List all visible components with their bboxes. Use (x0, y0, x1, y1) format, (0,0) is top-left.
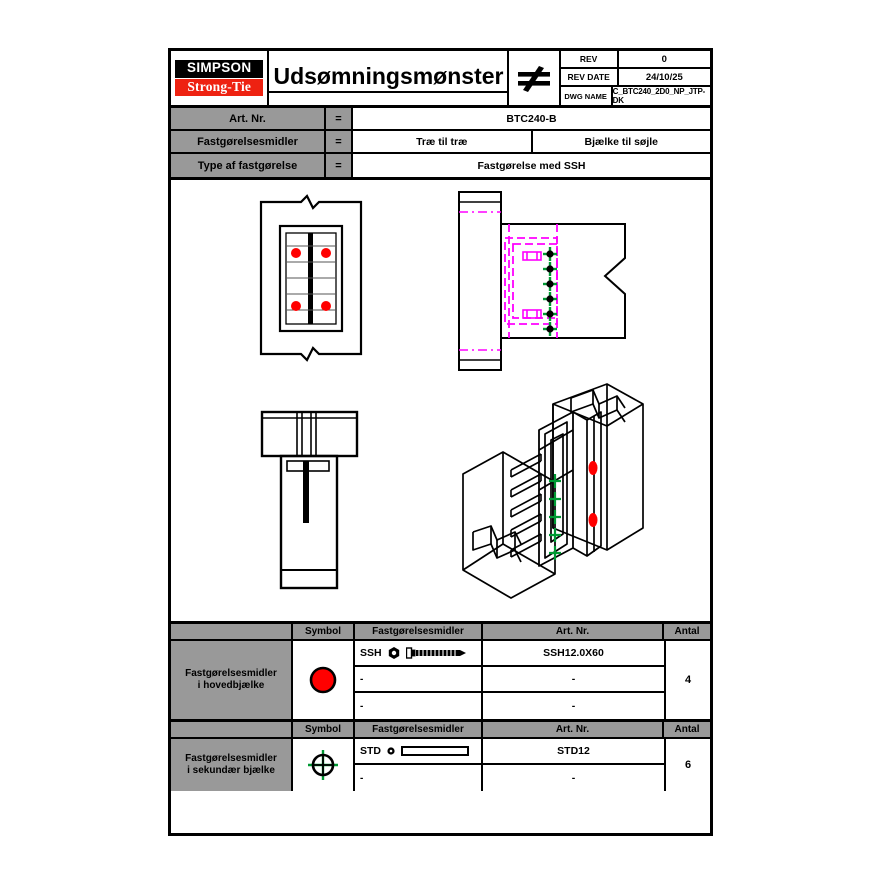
spec-equals-0: = (326, 108, 353, 129)
header-antal-2: Antal (664, 722, 710, 737)
hex-head-icon (388, 647, 399, 659)
fastener-table-main-beam: Symbol Fastgørelsesmidler Art. Nr. Antal… (171, 624, 710, 722)
spec-equals-1: = (326, 131, 353, 152)
title-block: SIMPSON Strong-Tie Udsømningsmønster REV… (171, 51, 710, 108)
drawing-title-cell: Udsømningsmønster (269, 51, 510, 105)
dwg-name-label: DWG NAME (561, 87, 613, 105)
spec-row-art-nr: Art. Nr. = BTC240-B (171, 108, 710, 131)
header-antal-1: Antal (664, 624, 710, 639)
std-fastener-markers (543, 247, 557, 336)
header-art-nr-2: Art. Nr. (483, 722, 664, 737)
row-title-main-beam: Fastgørelsesmidler i hovedbjælke (171, 641, 293, 719)
side-section-view (458, 191, 626, 371)
fastener-cell-std: STD (355, 739, 483, 763)
specification-table: Art. Nr. = BTC240-B Fastgørelsesmidler =… (171, 108, 710, 180)
rev-label: REV (561, 51, 619, 67)
fastener-table-body-1: Fastgørelsesmidler i hovedbjælke SSH (171, 641, 710, 719)
row-title-secondary-beam-l1: Fastgørelsesmidler (185, 752, 277, 764)
spec-value-fastening-type: Fastgørelse med SSH (353, 154, 710, 177)
fastener-table-body-2: Fastgørelsesmidler i sekundær bjælke STD (171, 739, 710, 791)
rev-date-label: REV DATE (561, 69, 619, 85)
spec-row-fastening-type: Type af fastgørelse = Fastgørelse med SS… (171, 154, 710, 177)
fastener-lines-2: STD STD12 - - (355, 739, 664, 791)
fastener-cell-empty-2: - (355, 693, 483, 719)
fastener-lines-1: SSH (355, 641, 664, 719)
fastener-label-ssh: SSH (360, 647, 382, 659)
green-crosshair-circle-icon (308, 750, 338, 780)
spec-label-art-nr: Art. Nr. (171, 108, 326, 129)
spec-value-wood-to-wood: Træ til træ (353, 131, 533, 152)
dowel-pin-icon (401, 746, 469, 756)
projection-symbol-cell (509, 51, 561, 105)
logo-strongtie-text: Strong-Tie (175, 78, 264, 97)
plan-view (260, 410, 359, 590)
screw-profile-icon (405, 647, 466, 659)
row-title-main-beam-l2: i hovedbjælke (197, 680, 265, 691)
table-row: STD STD12 (355, 739, 664, 765)
rev-date-value: 24/10/25 (645, 71, 683, 83)
fastener-table-secondary-beam: Symbol Fastgørelsesmidler Art. Nr. Antal… (171, 722, 710, 791)
row-title-secondary-beam-l2: i sekundær bjælke (187, 765, 275, 776)
antal-value-secondary-beam: 6 (664, 739, 710, 791)
revision-row: REV 0 (560, 51, 710, 69)
page-title: Udsømningsmønster (269, 63, 508, 93)
header-symbol-1: Symbol (293, 624, 355, 639)
fastener-cell-empty-1: - (355, 667, 483, 691)
spec-value-art-nr: BTC240-B (353, 108, 710, 129)
drawing-area (171, 180, 710, 624)
revision-date-row: REV DATE 24/10/25 (560, 69, 710, 87)
header-fastener-1: Fastgørelsesmidler (355, 624, 483, 639)
drawing-sheet: SIMPSON Strong-Tie Udsømningsmønster REV… (168, 48, 713, 836)
art-nr-ssh: SSH12.0X60 (483, 641, 664, 665)
table-row: - - (355, 765, 664, 791)
fastener-table-header-2: Symbol Fastgørelsesmidler Art. Nr. Antal (171, 722, 710, 739)
antal-value-main-beam: 4 (664, 641, 710, 719)
ssh-fastener-markers (291, 248, 331, 311)
spec-value-beam-to-column: Bjælke til søjle (532, 131, 710, 152)
dwg-name-value: C_BTC240_2D0_NP_JTP-DK (612, 87, 706, 105)
revision-block: REV 0 REV DATE 24/10/25 DWG NAME C_BTC24… (560, 51, 710, 105)
art-nr-std: STD12 (483, 739, 664, 763)
table-row: - - (355, 667, 664, 693)
iso-ssh-markers (588, 461, 598, 527)
symbol-cell-red-circle (293, 641, 355, 719)
spec-row-fasteners: Fastgørelsesmidler = Træ til træ Bjælke … (171, 131, 710, 154)
not-equal-symbol-icon (518, 66, 551, 92)
row-title-main-beam-l1: Fastgørelsesmidler (185, 667, 277, 679)
dwg-name-row: DWG NAME C_BTC240_2D0_NP_JTP-DK (561, 87, 710, 105)
symbol-cell-green-crosshair (293, 739, 355, 791)
isometric-assembly-view (462, 383, 644, 599)
fastener-table-header-1: Symbol Fastgørelsesmidler Art. Nr. Antal (171, 624, 710, 641)
rev-value: 0 (661, 53, 667, 65)
header-spacer-1 (171, 624, 293, 639)
logo-simpson-text: SIMPSON (175, 59, 264, 78)
small-circle-icon (387, 747, 395, 755)
table-row: - - (355, 693, 664, 719)
red-filled-circle-icon (309, 666, 337, 694)
art-nr-empty-1: - (483, 667, 664, 691)
spec-label-fastening-type: Type af fastgørelse (171, 154, 326, 177)
row-title-secondary-beam: Fastgørelsesmidler i sekundær bjælke (171, 739, 293, 791)
header-art-nr-1: Art. Nr. (483, 624, 664, 639)
art-nr-empty-3: - (483, 765, 664, 791)
header-spacer-2 (171, 722, 293, 737)
simpson-strong-tie-logo: SIMPSON Strong-Tie (171, 51, 270, 105)
fastener-cell-empty-3: - (355, 765, 483, 791)
art-nr-empty-2: - (483, 693, 664, 719)
fastener-cell-ssh: SSH (355, 641, 483, 665)
iso-std-markers (549, 474, 561, 560)
fastener-label-std: STD (360, 745, 381, 757)
spec-equals-2: = (326, 154, 353, 177)
spec-label-fasteners: Fastgørelsesmidler (171, 131, 326, 152)
header-fastener-2: Fastgørelsesmidler (355, 722, 483, 737)
header-symbol-2: Symbol (293, 722, 355, 737)
table-row: SSH (355, 641, 664, 667)
front-elevation-view (259, 194, 363, 362)
